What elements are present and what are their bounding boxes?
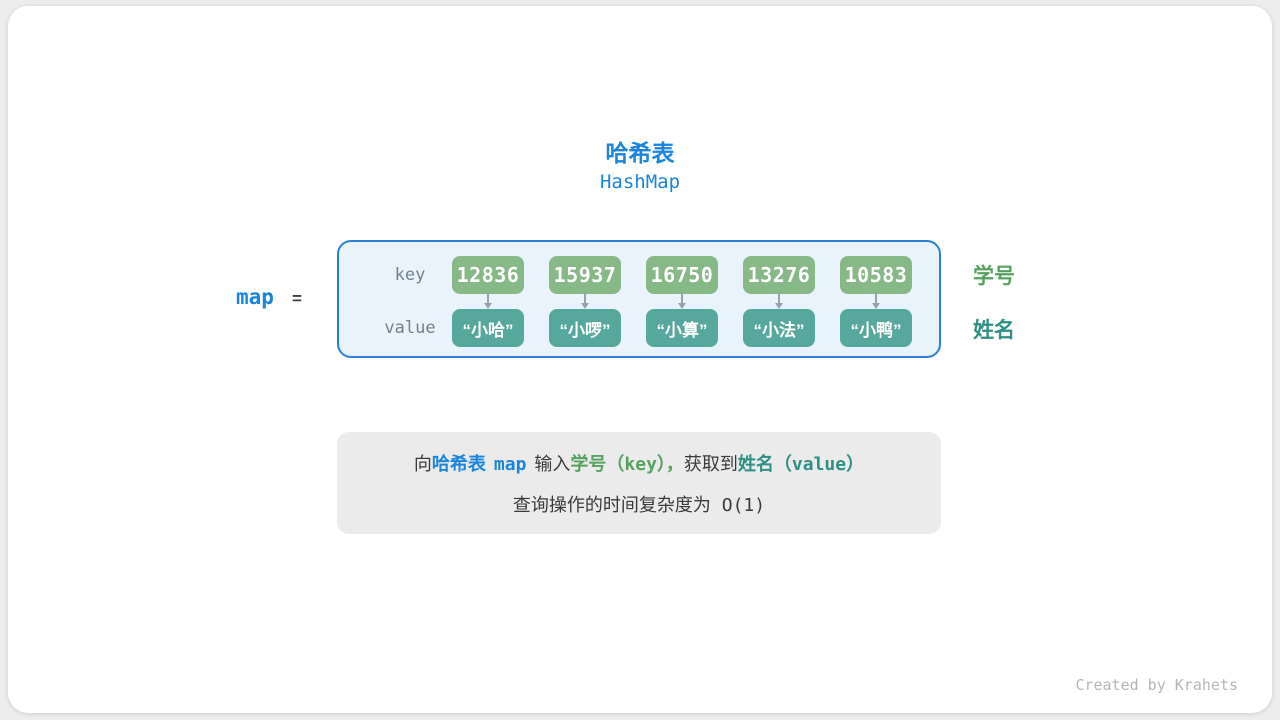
caption-hashmap-label: 哈希表 bbox=[431, 453, 486, 474]
value-cell-2: “小算” bbox=[646, 309, 718, 347]
arrow-down-icon bbox=[581, 293, 589, 309]
value-side-label: 姓名 bbox=[973, 319, 1015, 342]
caption-middle-text: 输入 bbox=[534, 453, 571, 474]
key-cell-0: 12836 bbox=[452, 256, 524, 294]
caption-key-phrase: 学号（key）， bbox=[570, 453, 684, 475]
diagram-subtitle: HashMap bbox=[599, 171, 681, 193]
caption-box: 向哈希表 map 输入学号（key），获取到姓名（value） 查询操作的时间复杂度… bbox=[337, 432, 941, 534]
hashmap-container: key 12836 15937 16750 13276 10583 value “小哈”… bbox=[337, 240, 941, 358]
arrow-down-icon bbox=[872, 293, 880, 309]
caption-comma-text: 获取到 bbox=[683, 453, 738, 474]
key-side-label: 学号 bbox=[973, 265, 1015, 288]
arrow-down-icon bbox=[678, 293, 686, 309]
value-cell-1: “小啰” bbox=[549, 309, 621, 347]
key-cell-1: 15937 bbox=[549, 256, 621, 294]
key-row: key 12836 15937 16750 13276 10583 bbox=[339, 256, 939, 294]
map-expression: map = bbox=[236, 285, 302, 309]
arrow-down-icon bbox=[484, 293, 492, 309]
value-row: value “小哈” “小啰” “小算” “小法” “小鸭” bbox=[339, 309, 939, 347]
key-boxes: 12836 15937 16750 13276 10583 bbox=[452, 256, 912, 294]
diagram-title: 哈希表 bbox=[605, 140, 675, 166]
value-cell-0: “小哈” bbox=[452, 309, 524, 347]
value-row-label: value bbox=[384, 318, 436, 338]
key-row-label: key bbox=[394, 265, 426, 285]
map-variable-label: map bbox=[236, 285, 274, 309]
arrow-down-icon bbox=[775, 293, 783, 309]
caption-value-phrase: 姓名（value） bbox=[737, 453, 865, 475]
caption-prefix: 向 bbox=[413, 453, 432, 474]
caption-map-word: map bbox=[493, 453, 527, 475]
value-cell-3: “小法” bbox=[743, 309, 815, 347]
key-cell-2: 16750 bbox=[646, 256, 718, 294]
key-cell-4: 10583 bbox=[840, 256, 912, 294]
diagram-card bbox=[8, 6, 1272, 713]
credit-text: Created by Krahets bbox=[1075, 676, 1238, 694]
caption-line-1: 向哈希表 map 输入学号（key），获取到姓名（value） bbox=[414, 450, 864, 476]
equals-sign: = bbox=[291, 289, 302, 308]
value-cell-4: “小鸭” bbox=[840, 309, 912, 347]
key-cell-3: 13276 bbox=[743, 256, 815, 294]
value-boxes: “小哈” “小啰” “小算” “小法” “小鸭” bbox=[452, 309, 912, 347]
key-to-value-arrows bbox=[339, 242, 939, 356]
caption-line-2: 查询操作的时间复杂度为 O(1) bbox=[512, 494, 766, 516]
